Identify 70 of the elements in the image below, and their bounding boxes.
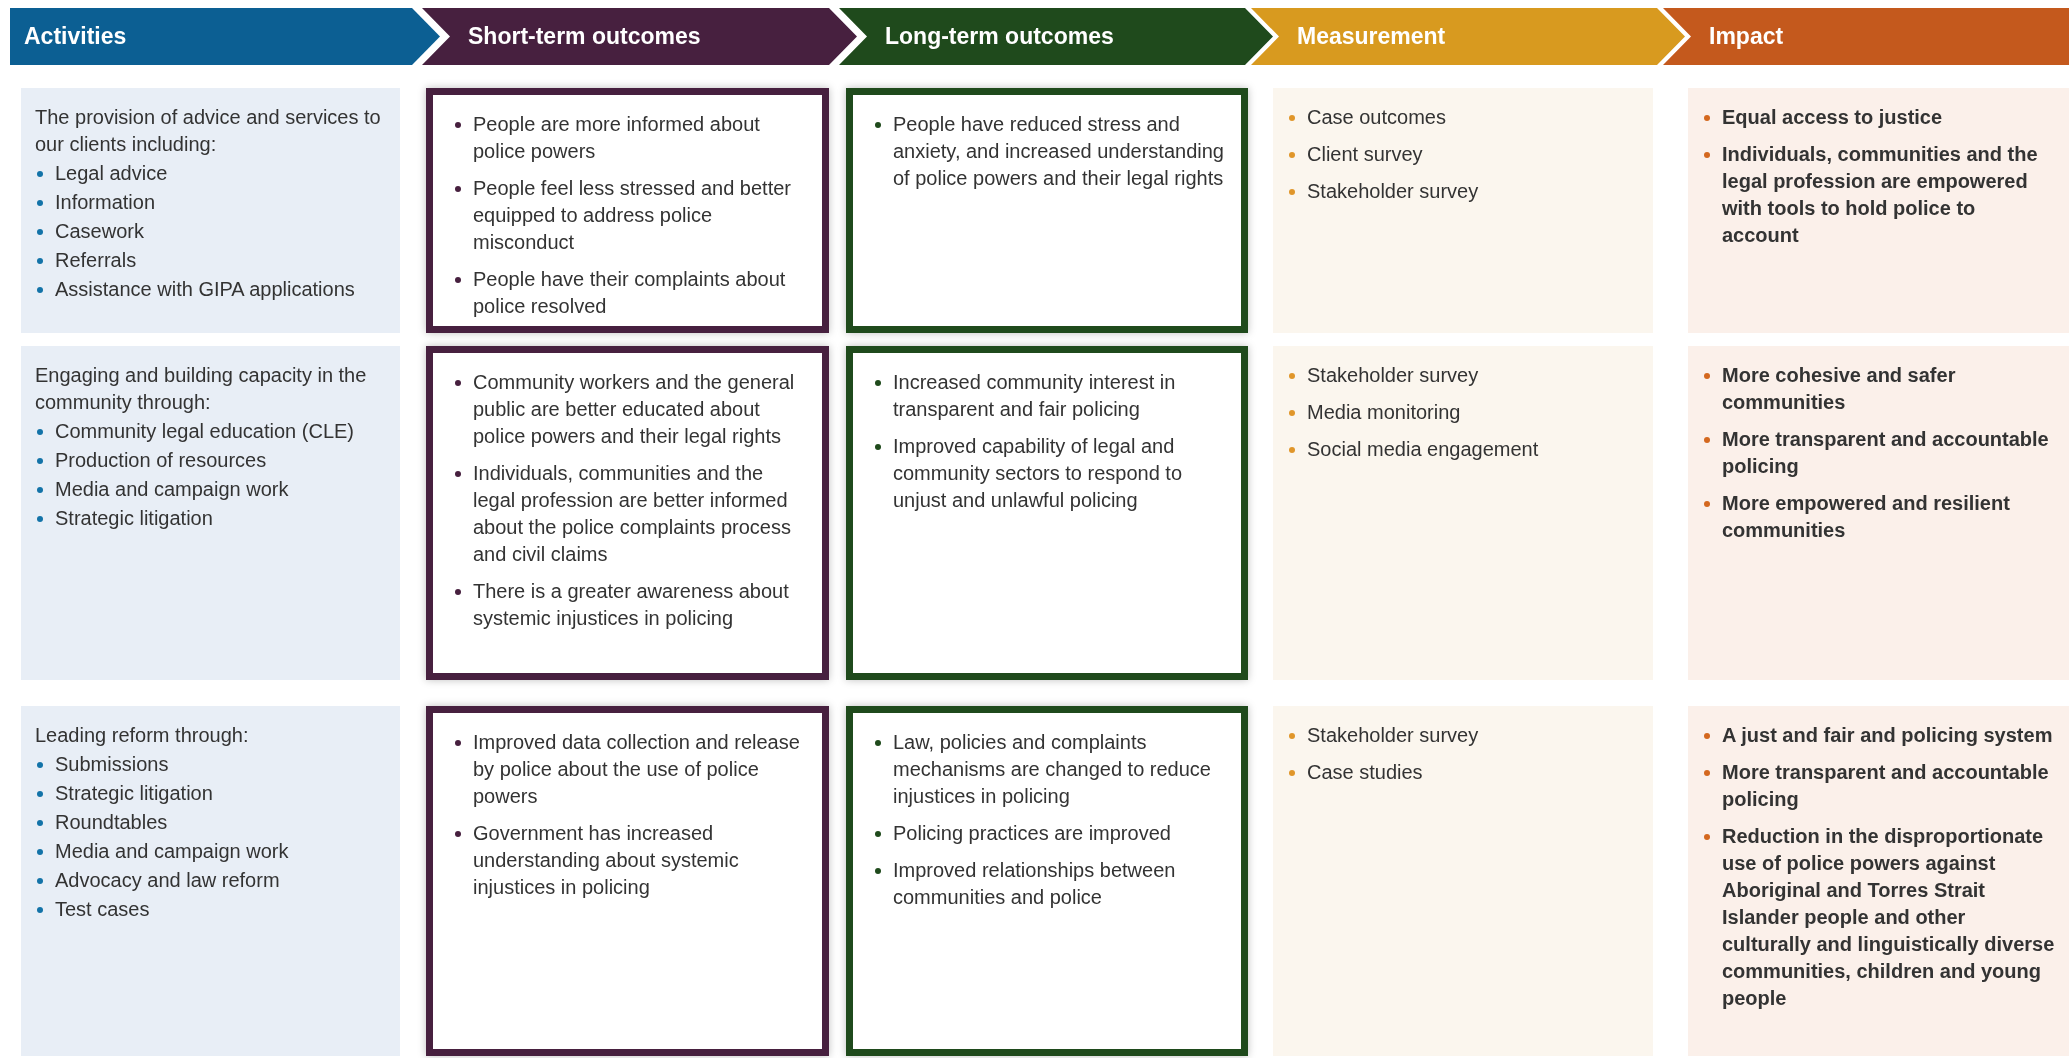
bullet-item: People are more informed about police powers: [453, 111, 808, 165]
bullet-item: Individuals, communities and the legal profession are better informed about the police complaints process and civil claims: [453, 460, 808, 568]
bullet-item: People feel less stressed and better equipped to address police misconduct: [453, 175, 808, 256]
bullet-item: There is a greater awareness about systemic injustices in policing: [453, 578, 808, 632]
bullet-item: Stakeholder survey: [1287, 178, 1639, 205]
activity-card: [21, 706, 400, 1056]
bullet-item: Policing practices are improved: [873, 820, 1227, 847]
bullet-item: Assistance with GIPA applications: [35, 276, 386, 303]
bullet-item: Increased community interest in transparent and fair policing: [873, 369, 1227, 423]
bullet-item: Reduction in the disproportionate use of police powers against Aboriginal and Torres Strait Islander people and other culturally and linguistically diverse communities, children and young people: [1702, 823, 2055, 1012]
long-term-outcome-card: [846, 88, 1248, 333]
column-heading: Activities: [24, 23, 127, 50]
column-heading: Short-term outcomes: [468, 23, 701, 50]
short-term-outcome-card: [426, 706, 829, 1056]
bullet-item: Case studies: [1287, 759, 1639, 786]
bullet-item: Submissions: [35, 751, 386, 778]
bullet-item: A just and fair and policing system: [1702, 722, 2055, 749]
column-heading: Measurement: [1297, 23, 1446, 50]
activity-card: [21, 346, 400, 680]
measurement-card: [1273, 706, 1653, 1056]
intro-text: Engaging and building capacity in the community through:: [35, 363, 368, 415]
short-term-outcome-card: [426, 88, 829, 333]
impact-card: [1688, 706, 2069, 1056]
intro-text: Leading reform through:: [35, 723, 250, 748]
bullet-item: Law, policies and complaints mechanisms are changed to reduce injustices in policing: [873, 729, 1227, 810]
measurement-card: [1273, 346, 1653, 680]
bullet-item: Equal access to justice: [1702, 104, 2055, 131]
column-header: [10, 8, 440, 65]
column-header: [1663, 8, 2069, 65]
impact-card: [1688, 88, 2069, 333]
bullet-item: Stakeholder survey: [1287, 722, 1639, 749]
measurement-card: [1273, 88, 1653, 333]
bullet-item: Individuals, communities and the legal profession are empowered with tools to hold police to account: [1702, 141, 2055, 249]
bullet-item: Community workers and the general public are better educated about police powers and their legal rights: [453, 369, 808, 450]
column-heading: Long-term outcomes: [885, 23, 1114, 50]
bullet-item: Improved relationships between communities and police: [873, 857, 1227, 911]
bullet-item: Stakeholder survey: [1287, 362, 1639, 389]
bullet-item: Media and campaign work: [35, 476, 386, 503]
bullet-item: Strategic litigation: [35, 780, 386, 807]
bullet-item: Media monitoring: [1287, 399, 1639, 426]
bullet-item: Legal advice: [35, 160, 386, 187]
activity-card: [21, 88, 400, 333]
bullet-item: People have reduced stress and anxiety, and increased understanding of police powers and their legal rights: [873, 111, 1227, 192]
bullet-item: Information: [35, 189, 386, 216]
bullet-item: Improved data collection and release by police about the use of police powers: [453, 729, 808, 810]
bullet-item: Social media engagement: [1287, 436, 1639, 463]
bullet-item: Community legal education (CLE): [35, 418, 386, 445]
short-term-outcome-card: [426, 346, 829, 680]
impact-card: [1688, 346, 2069, 680]
bullet-item: Government has increased understanding about systemic injustices in policing: [453, 820, 808, 901]
bullet-item: More transparent and accountable policing: [1702, 759, 2055, 813]
bullet-item: Referrals: [35, 247, 386, 274]
long-term-outcome-card: [846, 346, 1248, 680]
bullet-item: Media and campaign work: [35, 838, 386, 865]
bullet-item: Production of resources: [35, 447, 386, 474]
intro-text: The provision of advice and services to our clients including:: [35, 105, 382, 157]
bullet-item: Roundtables: [35, 809, 386, 836]
bullet-item: Test cases: [35, 896, 386, 923]
bullet-item: More transparent and accountable policing: [1702, 426, 2055, 480]
column-heading: Impact: [1709, 23, 1784, 50]
bullet-item: Improved capability of legal and community sectors to respond to unjust and unlawful policing: [873, 433, 1227, 514]
bullet-item: Casework: [35, 218, 386, 245]
bullet-item: Strategic litigation: [35, 505, 386, 532]
bullet-item: More empowered and resilient communities: [1702, 490, 2055, 544]
bullet-item: People have their complaints about police resolved: [453, 266, 808, 320]
bullet-item: Case outcomes: [1287, 104, 1639, 131]
long-term-outcome-card: [846, 706, 1248, 1056]
bullet-item: More cohesive and safer communities: [1702, 362, 2055, 416]
bullet-item: Advocacy and law reform: [35, 867, 386, 894]
bullet-item: Client survey: [1287, 141, 1639, 168]
